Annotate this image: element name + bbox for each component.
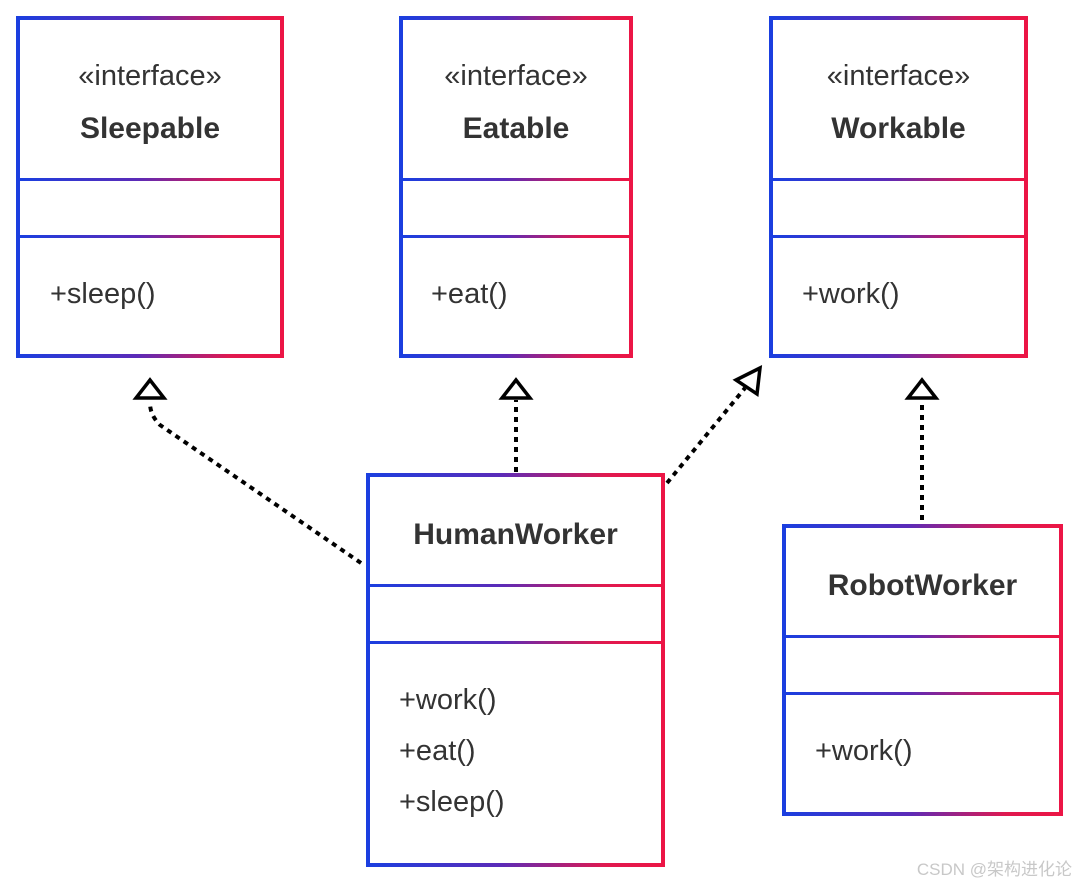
interface-workable: «interface» Workable +work() — [769, 16, 1028, 358]
arrowhead-workable — [904, 377, 940, 400]
divider — [773, 178, 1024, 181]
class-name: Eatable — [462, 112, 570, 145]
stereotype-label: «interface» — [78, 60, 222, 92]
divider — [20, 235, 280, 238]
arrowhead-eatable — [498, 377, 534, 400]
header-section: HumanWorker — [370, 477, 661, 584]
interface-eatable: «interface» Eatable +eat() — [399, 16, 633, 358]
class-name: HumanWorker — [413, 518, 618, 551]
class-name: RobotWorker — [827, 569, 1018, 602]
method-label: +sleep() — [399, 786, 505, 818]
method-label: +work() — [802, 278, 900, 310]
header-section: «interface» Sleepable — [20, 20, 280, 178]
arrowhead-workable-diagonal — [732, 364, 763, 398]
divider — [403, 235, 629, 238]
divider — [786, 692, 1059, 695]
class-name: Sleepable — [79, 112, 221, 145]
divider — [370, 641, 661, 644]
header-section: RobotWorker — [786, 528, 1059, 635]
method-label: +work() — [815, 735, 913, 767]
divider — [403, 178, 629, 181]
method-label: +eat() — [431, 278, 508, 310]
class-humanworker: HumanWorker +work() +eat() +sleep() — [366, 473, 665, 867]
watermark: CSDN @架构进化论 — [916, 860, 1072, 879]
header-section: «interface» Eatable — [403, 20, 629, 178]
method-label: +sleep() — [50, 278, 156, 310]
header-section: «interface» Workable — [773, 20, 1024, 178]
interface-sleepable: «interface» Sleepable +sleep() — [16, 16, 284, 358]
relation-humanworker-sleepable — [148, 402, 363, 565]
stereotype-label: «interface» — [826, 60, 971, 92]
method-label: +eat() — [399, 735, 476, 767]
method-label: +work() — [399, 684, 497, 716]
class-robotworker: RobotWorker +work() — [782, 524, 1063, 816]
class-name: Workable — [831, 112, 966, 145]
relation-humanworker-workable — [665, 386, 747, 485]
divider — [20, 178, 280, 181]
divider — [370, 584, 661, 587]
divider — [786, 635, 1059, 638]
stereotype-label: «interface» — [444, 60, 588, 92]
arrowhead-sleepable — [132, 377, 168, 400]
divider — [773, 235, 1024, 238]
